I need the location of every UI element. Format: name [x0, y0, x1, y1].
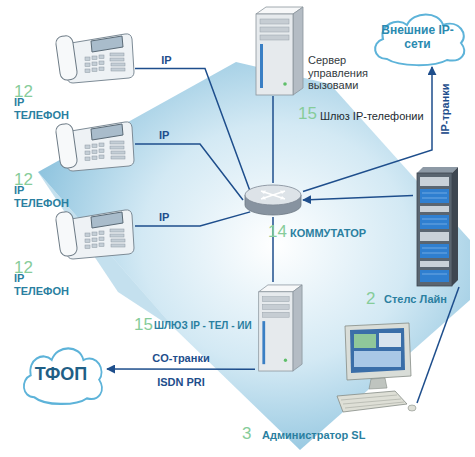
phone-illustration [55, 34, 134, 83]
tower-illustration [252, 4, 304, 96]
pc-illustration [337, 323, 416, 412]
edge-label: IP [159, 129, 169, 141]
trunk-label: ISDN PRI [157, 376, 205, 388]
callout-number: 3 [242, 424, 260, 444]
connector-line [135, 212, 250, 226]
ip-phone: 12IP ТЕЛЕФОН [55, 22, 135, 84]
node-label: IP ТЕЛЕФОН [14, 184, 76, 209]
network-switch: 14КОММУТАТОР [243, 183, 303, 217]
node-label: IP ТЕЛЕФОН [14, 96, 76, 121]
node-label: Стелс Лайн [384, 293, 454, 306]
node-label: ШЛЮЗ IP - ТЕЛ - ИИ [154, 320, 254, 332]
call-server: Сервер управления вызовами15Шлюз IP-теле… [252, 4, 304, 96]
ip-phone: 12IP ТЕЛЕФОН [55, 198, 135, 260]
node-label: Администратор SL [262, 429, 412, 442]
tower-illustration [259, 285, 302, 371]
phone-illustration [55, 22, 135, 84]
phone-illustration [55, 198, 135, 260]
edge-label: IP [161, 53, 171, 65]
phone-illustration [55, 110, 135, 172]
edge-label: IP [159, 211, 169, 223]
admin-workstation: 3Администратор SL [335, 322, 417, 414]
cloud-label: Внешние IP-сети [365, 5, 470, 67]
gateway-server: 15ШЛЮЗ IP - ТЕЛ - ИИ [255, 282, 303, 372]
edge-label: CO-транки [152, 352, 209, 364]
cloud-label: ТФОП [15, 338, 107, 406]
pc-illustration [335, 322, 417, 414]
connector-line [272, 96, 274, 183]
network-area [38, 62, 470, 450]
tower-illustration [256, 7, 303, 95]
callout-number: 14 [268, 222, 292, 242]
node-label: КОММУТАТОР [290, 227, 390, 240]
router-illustration [243, 183, 303, 217]
connector-line [107, 368, 255, 370]
ip-phone: 12IP ТЕЛЕФОН [55, 110, 135, 172]
server-rack: 2Стелс Лайн [413, 165, 459, 287]
callout-number: 15 [298, 104, 322, 124]
network-cloud: Внешние IP-сети [365, 5, 470, 67]
edge-label: IP-транки [439, 83, 451, 134]
router-illustration [245, 185, 301, 215]
phone-illustration [55, 210, 134, 259]
callout-number: 15 [134, 315, 156, 335]
node-label: Шлюз IP-телефонии [320, 110, 430, 123]
network-area-shade [38, 172, 176, 330]
node-label: IP ТЕЛЕФОН [14, 272, 76, 297]
connector-line [135, 144, 243, 200]
callout-number: 2 [366, 289, 384, 309]
connector-line [303, 196, 413, 201]
phone-illustration [55, 122, 134, 171]
tower-illustration [255, 282, 303, 372]
connector-line [135, 69, 250, 192]
rack-illustration [413, 165, 459, 287]
rack-illustration [417, 167, 458, 286]
network-cloud: ТФОП [15, 338, 107, 406]
